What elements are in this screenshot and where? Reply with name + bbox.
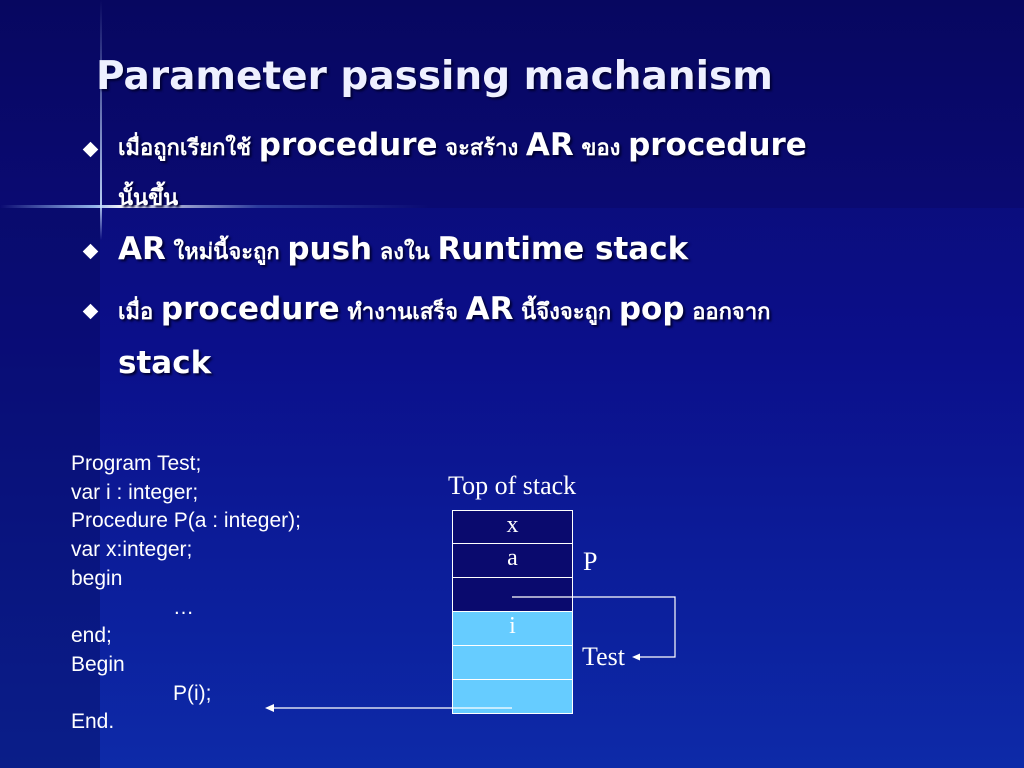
title-band xyxy=(0,0,1024,208)
bullet-3-text-thai-3: นี้จึงจะถูก xyxy=(513,300,619,325)
bullet-3-text-ar: AR xyxy=(465,291,514,327)
bullet-1-text-line2: นั้นขึ้น xyxy=(118,186,179,211)
code-line: Program Test; xyxy=(71,452,202,475)
horizontal-glow-line xyxy=(0,205,430,208)
bullet-1-text-ar: AR xyxy=(525,127,574,163)
vertical-glow-line xyxy=(100,0,102,240)
code-line: end; xyxy=(71,624,112,648)
stack-caption: Top of stack xyxy=(448,471,577,500)
code-listing: Program Test; var i : integer; Procedure… xyxy=(71,450,301,737)
stack-cell-link xyxy=(452,578,573,612)
bullet-3-text-procedure: procedure xyxy=(160,291,340,327)
bullet-item-3: เมื่อ procedure ทำงานเสร็จ AR นี้จึงจะถู… xyxy=(80,284,918,388)
bullet-2-text-push: push xyxy=(287,231,373,267)
code-line: begin xyxy=(71,566,123,590)
stack-cell-x: x xyxy=(452,510,573,544)
slide-title: Parameter passing machanism xyxy=(96,54,773,99)
code-line: Procedure P(a : integer); xyxy=(71,509,301,533)
runtime-stack: x a i xyxy=(452,510,573,714)
stack-cell-a: a xyxy=(452,544,573,578)
bullet-2-text-thai-2: ลงใน xyxy=(372,240,438,265)
code-line: var i : integer; xyxy=(71,480,199,504)
bullet-1-text-thai-1: เมื่อถูกเรียกใช้ xyxy=(118,136,259,161)
code-line: Begin xyxy=(71,652,125,676)
access-link-arrow xyxy=(512,596,676,661)
stack-cell-i: i xyxy=(452,612,573,646)
stack-cell-empty xyxy=(452,646,573,680)
bullet-item-1: เมื่อถูกเรียกใช้ procedure จะสร้าง AR ขอ… xyxy=(80,122,807,218)
left-decor-panel xyxy=(0,208,100,768)
bullet-3-text-line2: stack xyxy=(118,345,212,381)
bullet-1-text-thai-2: จะสร้าง xyxy=(437,136,526,161)
bullet-3-text-thai-4: ออกจาก xyxy=(684,300,771,325)
bullet-3-text-thai-1: เมื่อ xyxy=(118,300,161,325)
return-address-arrow xyxy=(265,704,512,712)
bullet-1-text-thai-3: ของ xyxy=(573,136,629,161)
bullet-2-text-ar: AR xyxy=(118,231,166,267)
stack-label-test: Test xyxy=(582,642,625,671)
bullet-2-text-thai-1: ใหม่นี้จะถูก xyxy=(165,240,288,265)
bullet-3-text-thai-2: ทำงานเสร็จ xyxy=(339,300,466,325)
bullet-1-text-procedure-2: procedure xyxy=(628,127,807,163)
code-line: P(i); xyxy=(173,681,212,705)
code-line: var x:integer; xyxy=(71,538,193,562)
bullet-2-text-runtime-stack: Runtime stack xyxy=(437,231,689,267)
code-line: … xyxy=(173,595,194,619)
bullet-3-text-pop: pop xyxy=(618,291,685,327)
stack-label-p: P xyxy=(583,547,598,576)
bullet-item-2: AR ใหม่นี้จะถูก push ลงใน Runtime stack xyxy=(80,226,688,276)
bullet-1-text-procedure: procedure xyxy=(258,127,438,163)
code-line: End. xyxy=(71,710,115,734)
